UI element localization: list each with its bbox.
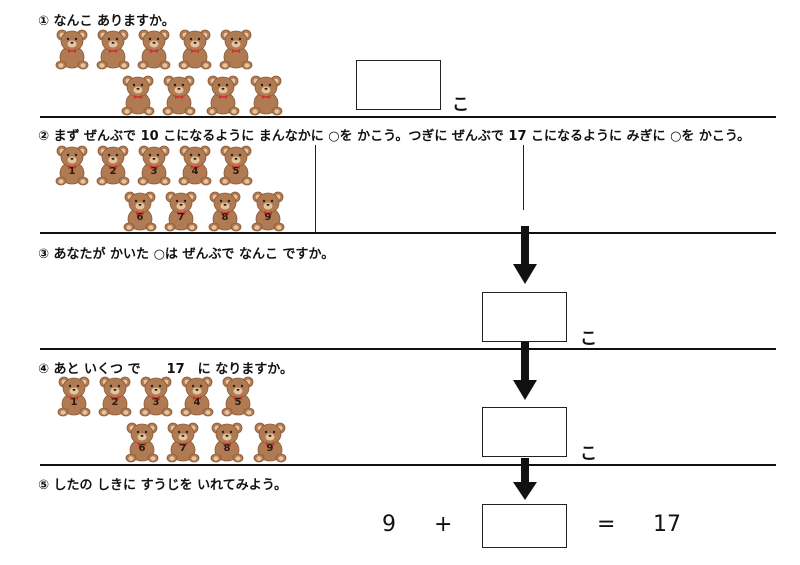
bear-number: 6	[138, 443, 146, 454]
question-4: ④ あと いくつ で 17 に なりますか。	[38, 362, 293, 377]
teddy-bear-icon: 4	[179, 375, 215, 417]
bear-number: 2	[111, 397, 119, 408]
guide-line-middle	[315, 145, 316, 232]
teddy-bear-icon: 9	[252, 421, 288, 463]
equation-left: 9	[382, 512, 396, 537]
bear-number: 8	[223, 443, 231, 454]
question-2: ② まず ぜんぶで 10 こになるように まんなかに ○を かこう。つぎに ぜん…	[38, 129, 751, 144]
bear-number: 2	[109, 166, 117, 177]
answer-box-5[interactable]	[482, 504, 567, 548]
unit-label-4: こ	[580, 444, 597, 464]
bear-number: 3	[152, 397, 160, 408]
bear-number: 5	[234, 397, 242, 408]
bear-number: 9	[264, 212, 272, 223]
bear-number: 1	[68, 166, 76, 177]
bear-number: 5	[232, 166, 240, 177]
teddy-bear-icon: 4	[177, 144, 213, 186]
bear-number: 4	[191, 166, 199, 177]
equation-plus: +	[434, 512, 453, 537]
answer-box-3[interactable]	[482, 292, 567, 342]
equation-equals: =	[597, 512, 616, 537]
teddy-bear-icon: 9	[250, 190, 286, 232]
bear-number: 7	[179, 443, 187, 454]
teddy-bear-icon: 1	[54, 144, 90, 186]
teddy-bear-icon: 2	[95, 144, 131, 186]
teddy-bear-icon: 8	[209, 421, 245, 463]
teddy-bear-icon: 6	[122, 190, 158, 232]
question-1: ① なんこ ありますか。	[38, 14, 175, 29]
bear-number: 9	[266, 443, 274, 454]
teddy-bear-icon: 7	[165, 421, 201, 463]
equation-right: 17	[653, 512, 681, 537]
teddy-bear-icon	[54, 28, 90, 70]
teddy-bear-icon: 1	[56, 375, 92, 417]
unit-label-3: こ	[580, 329, 597, 349]
teddy-bear-icon: 6	[124, 421, 160, 463]
teddy-bear-icon	[177, 28, 213, 70]
teddy-bear-icon: 5	[218, 144, 254, 186]
teddy-bear-icon: 7	[163, 190, 199, 232]
arrow-down-icon	[513, 458, 537, 500]
bear-number: 7	[177, 212, 185, 223]
arrow-down-icon	[513, 342, 537, 400]
teddy-bear-icon: 5	[220, 375, 256, 417]
divider-4	[40, 464, 776, 466]
divider-1	[40, 116, 776, 118]
teddy-bear-icon: 3	[138, 375, 174, 417]
guide-line-right	[523, 145, 524, 210]
bear-number: 8	[221, 212, 229, 223]
teddy-bear-icon	[95, 28, 131, 70]
question-5: ⑤ したの しきに すうじを いれてみよう。	[38, 478, 287, 493]
divider-3	[40, 348, 776, 350]
bear-number: 1	[70, 397, 78, 408]
teddy-bear-icon: 3	[136, 144, 172, 186]
question-3: ③ あなたが かいた ○は ぜんぶで なんこ ですか。	[38, 247, 335, 262]
teddy-bear-icon	[161, 74, 197, 116]
answer-box-1[interactable]	[356, 60, 441, 110]
unit-label-1: こ	[452, 95, 469, 115]
answer-box-4[interactable]	[482, 407, 567, 457]
bear-number: 6	[136, 212, 144, 223]
teddy-bear-icon	[136, 28, 172, 70]
teddy-bear-icon	[218, 28, 254, 70]
bear-number: 4	[193, 397, 201, 408]
teddy-bear-icon	[205, 74, 241, 116]
bear-number: 3	[150, 166, 158, 177]
teddy-bear-icon	[248, 74, 284, 116]
teddy-bear-icon	[120, 74, 156, 116]
teddy-bear-icon: 2	[97, 375, 133, 417]
divider-2	[40, 232, 776, 234]
arrow-down-icon	[513, 226, 537, 284]
teddy-bear-icon: 8	[207, 190, 243, 232]
